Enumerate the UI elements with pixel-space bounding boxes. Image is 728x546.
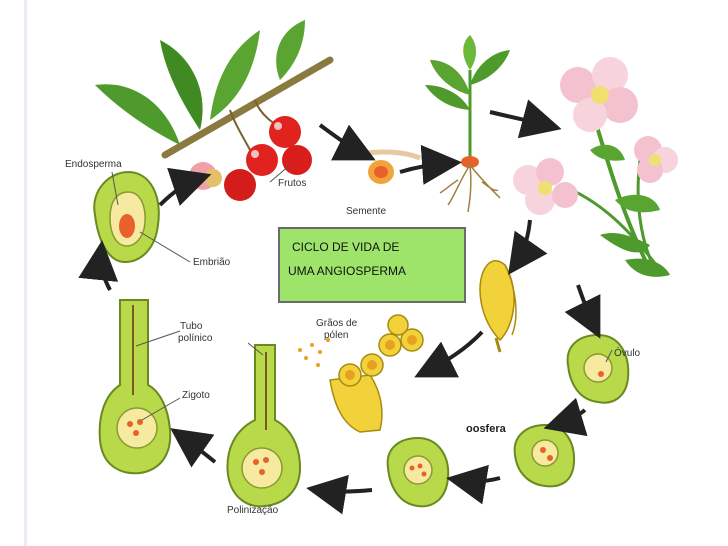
oosphere-ovule-illustration	[513, 423, 576, 488]
fertilizing-ovule-illustration	[386, 436, 450, 508]
flowering-branch-illustration	[513, 57, 678, 277]
cycle-arrows	[78, 99, 601, 515]
arrow-fruit-to-seed	[318, 123, 376, 161]
left-border	[24, 0, 27, 546]
label-frutos: Frutos	[278, 178, 306, 189]
arrow-ovule-to-oosphere	[543, 397, 588, 437]
label-embriao: Embrião	[193, 257, 231, 268]
arrow-to-pollination	[306, 474, 373, 515]
label-semente: Semente	[346, 206, 386, 217]
arrow-anther-to-pollen	[414, 330, 484, 378]
arrow-oosphere-to-fertilizing	[446, 464, 501, 505]
title-line-1: CICLO DE VIDA DE	[292, 240, 400, 254]
pollen-grains-illustration	[298, 314, 424, 433]
seedling-illustration	[425, 35, 510, 213]
label-tubo-line1: Tubo	[180, 321, 203, 332]
endosperm-seed-illustration	[93, 170, 160, 264]
pointer-lines	[111, 164, 613, 421]
arrow-flower-to-anther	[508, 219, 548, 275]
arrow-seed-to-seedling	[399, 144, 462, 185]
label-zigoto: Zigoto	[182, 390, 210, 401]
label-oosfera: oosfera	[466, 423, 507, 435]
title-box: CICLO DE VIDA DE UMA ANGIOSPERMA	[278, 227, 466, 303]
anther-illustration	[479, 260, 517, 353]
arrow-zygote-to-endosperm	[78, 240, 119, 291]
label-graos-line2: pólen	[324, 330, 348, 341]
arrow-fruit-to-endosperm	[158, 167, 212, 207]
label-tubo-line2: polínico	[178, 333, 213, 344]
arrow-seedling-to-flower	[489, 99, 562, 139]
arrow-flower-to-ovule	[564, 284, 601, 339]
pollination-pistil-illustration	[226, 344, 302, 508]
label-endosperma: Endosperma	[65, 159, 122, 170]
cherry-branch-illustration	[95, 20, 334, 201]
title-line-2: UMA ANGIOSPERMA	[288, 264, 407, 278]
ovule-illustration	[566, 333, 630, 404]
label-graos-line1: Grãos de	[316, 318, 358, 329]
label-ovulo: Óvulo	[614, 346, 641, 359]
zygote-pistil-illustration	[98, 299, 172, 475]
label-polinizacao: Polinização	[227, 505, 279, 516]
arrow-pollination-to-zygote	[170, 428, 217, 468]
